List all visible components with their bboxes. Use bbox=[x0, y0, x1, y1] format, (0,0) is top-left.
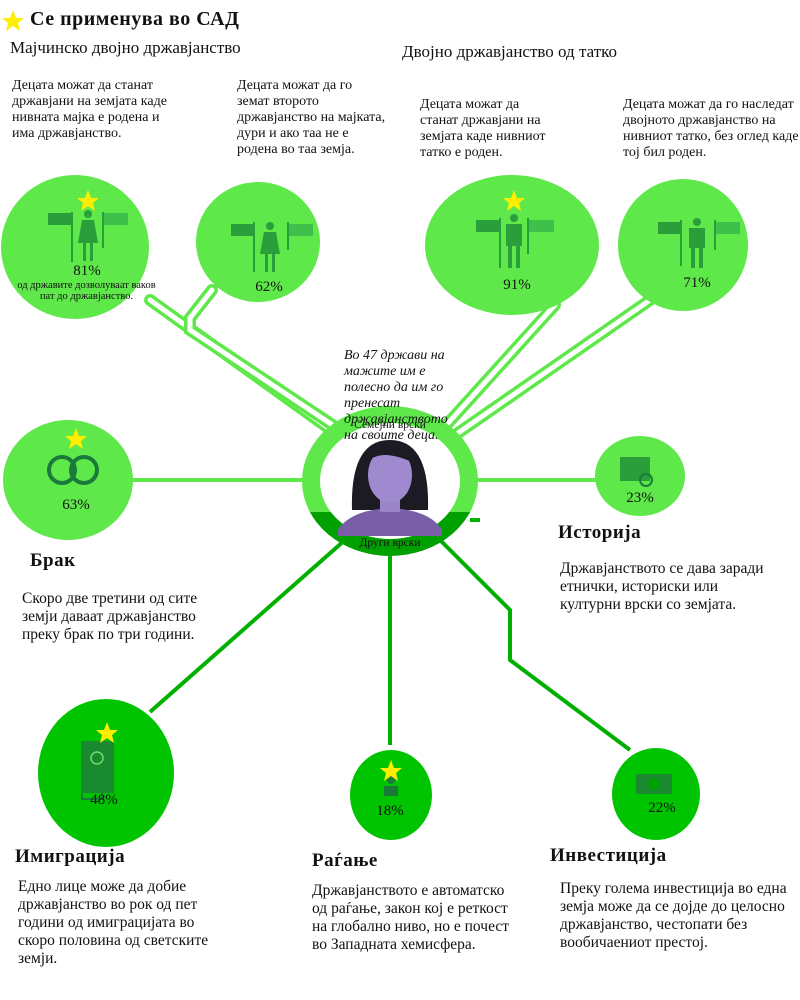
circle-maternal-2 bbox=[196, 182, 320, 302]
investment-heading: Инвестиција bbox=[550, 845, 667, 866]
other-connectors bbox=[148, 518, 632, 752]
maternal-right-pct: 62% bbox=[255, 279, 283, 295]
page-title: Се применува во САД bbox=[30, 8, 240, 30]
woman-portrait-icon bbox=[338, 440, 442, 536]
center-top-label: Семејни врски bbox=[354, 419, 426, 431]
star-icons bbox=[2, 10, 525, 781]
passport-icon bbox=[81, 741, 114, 800]
immigration-text: Едно лице може да добие државјанство во … bbox=[18, 878, 209, 967]
paternal-left-pct: 91% bbox=[503, 277, 531, 293]
maternal-left-pct: 81% bbox=[73, 263, 101, 279]
document-search-icon bbox=[620, 457, 653, 487]
maternal-left-text: Децата можат да станат државјани на земј… bbox=[12, 78, 167, 141]
immigration-pct: 48% bbox=[90, 792, 118, 808]
center-bottom-label: Други врски bbox=[359, 537, 421, 549]
birth-pct: 18% bbox=[376, 803, 404, 819]
maternal-left-note: од државите дозволуваат ваков пат до држ… bbox=[17, 280, 156, 302]
circle-maternal-1 bbox=[1, 175, 149, 319]
baby-icon bbox=[384, 776, 398, 796]
marriage-heading: Брак bbox=[30, 550, 76, 571]
paternal-right-pct: 71% bbox=[683, 275, 711, 291]
history-pct: 23% bbox=[626, 490, 654, 506]
money-icon bbox=[636, 774, 672, 794]
woman-flags-icon bbox=[48, 210, 313, 272]
investment-pct: 22% bbox=[648, 800, 676, 816]
paternal-left-text: Децата можат да станат државјани на земј… bbox=[420, 97, 546, 160]
maternal-right-text: Децата можат да го земат второто државја… bbox=[237, 78, 386, 157]
history-text: Државјанството се дава заради етнички, и… bbox=[560, 560, 764, 613]
paternal-heading: Двојно државјанство од татко bbox=[402, 42, 618, 61]
marriage-pct: 63% bbox=[62, 497, 90, 513]
birth-heading: Раѓање bbox=[312, 850, 378, 871]
maternal-heading: Мајчинско двојно државјанство bbox=[10, 38, 241, 57]
man-flags-icon bbox=[476, 214, 740, 268]
rings-icon bbox=[47, 455, 99, 485]
paternal-right-text: Децата можат да го наследат двојното држ… bbox=[623, 97, 799, 160]
birth-text: Државјанството е автоматско од раѓање, з… bbox=[312, 882, 509, 953]
center-note: Во 47 држави на мажите им е полесно да и… bbox=[344, 348, 448, 443]
marriage-text: Скоро две третини од сите земји даваат д… bbox=[22, 590, 198, 643]
circle-paternal-2 bbox=[618, 179, 748, 311]
immigration-heading: Имиграција bbox=[15, 846, 126, 867]
family-connectors bbox=[128, 284, 656, 482]
investment-text: Преку голема инвестиција во една земја м… bbox=[560, 880, 787, 951]
history-heading: Историја bbox=[558, 522, 642, 543]
